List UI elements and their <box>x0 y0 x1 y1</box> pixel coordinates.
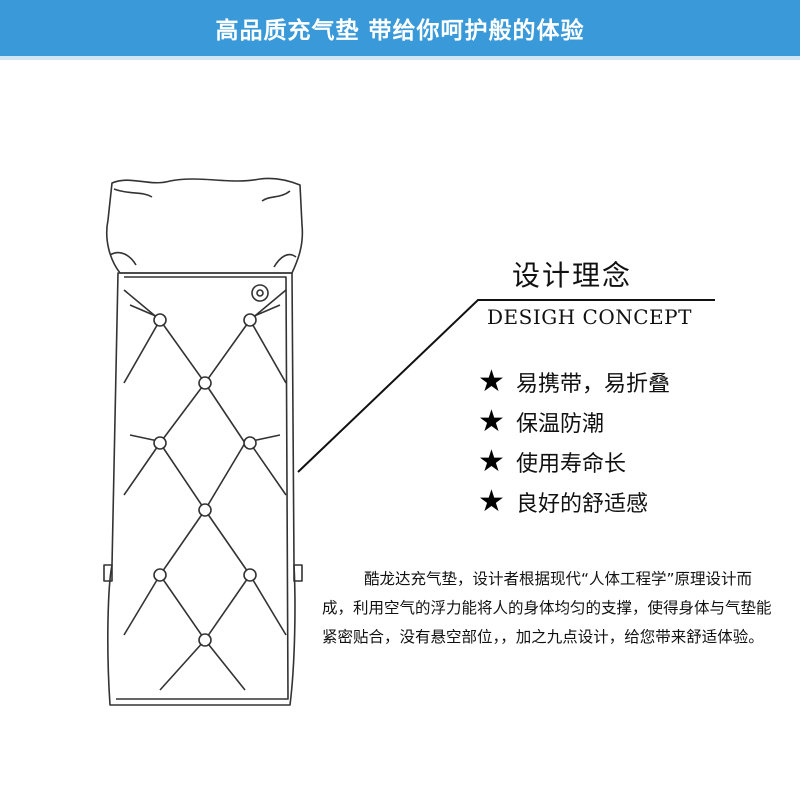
feature-list: ★ 易携带，易折叠 ★ 保温防潮 ★ 使用寿命长 ★ 良好的舒适感 <box>478 362 670 522</box>
concept-subtitle: DESIGH CONCEPT <box>487 305 692 329</box>
tuft-point <box>198 503 212 517</box>
star-icon: ★ <box>478 404 505 439</box>
tuft-point <box>153 436 167 450</box>
tuft-point <box>153 568 167 582</box>
feature-label: 易携带，易折叠 <box>516 372 671 397</box>
star-icon: ★ <box>478 444 505 479</box>
mattress-outline <box>107 272 296 706</box>
mattress-illustration <box>103 177 304 706</box>
tuft-point <box>243 313 257 327</box>
tuft-point <box>198 376 212 390</box>
tuft-point <box>243 568 257 582</box>
concept-title: 设计理念 <box>512 259 633 292</box>
banner-title: 高品质充气垫 带给你呵护般的体验 <box>215 18 585 44</box>
banner-divider <box>0 56 800 60</box>
tuft-point <box>153 313 167 327</box>
tuft-point <box>198 633 212 647</box>
feature-item: ★ 良好的舒适感 <box>478 482 670 522</box>
feature-label: 使用寿命长 <box>516 452 627 477</box>
tuft-point <box>243 436 257 450</box>
product-description: 酷龙达充气垫，设计者根据现代“人体工程学”原理设计而成，利用空气的浮力能将人的身… <box>322 570 772 646</box>
feature-item: ★ 保温防潮 <box>478 402 670 442</box>
callout-connector <box>297 299 715 473</box>
pillow-outline <box>105 177 304 274</box>
star-icon: ★ <box>478 364 505 399</box>
feature-label: 保温防潮 <box>516 412 605 437</box>
feature-item: ★ 使用寿命长 <box>478 442 670 482</box>
feature-item: ★ 易携带，易折叠 <box>478 362 670 402</box>
feature-label: 良好的舒适感 <box>516 492 649 517</box>
header-banner: 高品质充气垫 带给你呵护般的体验 <box>0 0 800 56</box>
valve-icon <box>251 284 269 302</box>
star-icon: ★ <box>478 484 505 519</box>
